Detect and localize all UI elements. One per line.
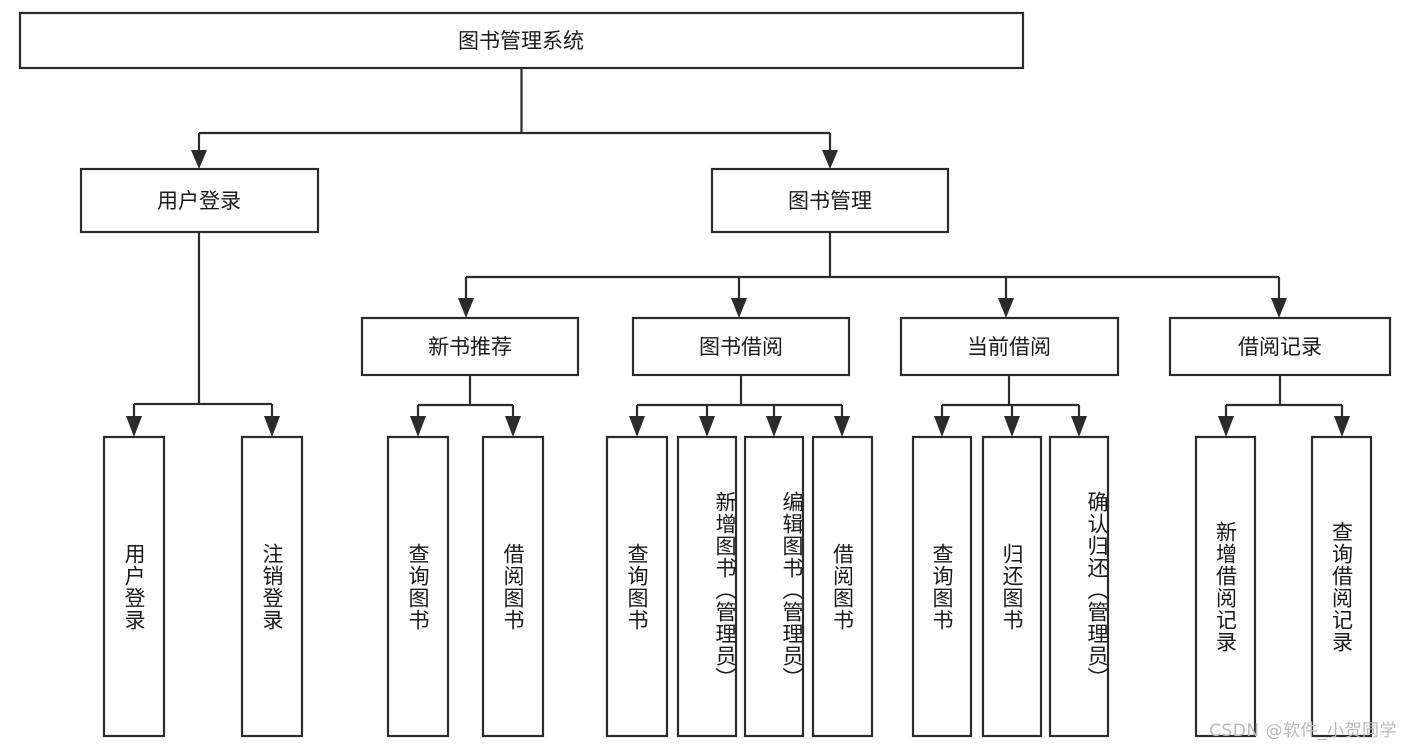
connectors-currentborrow-to-leaves bbox=[934, 375, 1087, 437]
node-root-label: 图书管理系统 bbox=[458, 29, 584, 53]
leaf-box-confirm-return-admin[interactable] bbox=[1048, 435, 1110, 738]
connectors-level2-booklmgmt-to-level3 bbox=[458, 232, 1287, 318]
node-user-login[interactable]: 用户登录 bbox=[79, 167, 320, 234]
node-book-borrow-label: 图书借阅 bbox=[699, 335, 783, 359]
leaf-box-borrow-book-newbook[interactable] bbox=[481, 435, 545, 738]
node-user-login-label: 用户登录 bbox=[157, 189, 241, 213]
leaf-box-return-book[interactable] bbox=[981, 435, 1043, 738]
leaf-box-query-book-borrow[interactable] bbox=[605, 435, 669, 738]
node-current-borrow[interactable]: 当前借阅 bbox=[899, 316, 1120, 377]
leaf-box-user-login[interactable] bbox=[102, 435, 166, 738]
node-new-book-recommend[interactable]: 新书推荐 bbox=[360, 316, 580, 377]
leaf-box-query-book-newbook[interactable] bbox=[386, 435, 450, 738]
node-book-management-label: 图书管理 bbox=[788, 189, 872, 213]
leaf-box-add-borrow-record[interactable] bbox=[1194, 435, 1257, 738]
node-current-borrow-label: 当前借阅 bbox=[967, 335, 1051, 359]
node-borrow-record-label: 借阅记录 bbox=[1238, 335, 1322, 359]
node-borrow-record[interactable]: 借阅记录 bbox=[1168, 316, 1392, 377]
node-book-borrow[interactable]: 图书借阅 bbox=[631, 316, 851, 377]
connectors-root-to-level2 bbox=[191, 68, 838, 169]
leaf-box-query-book-current[interactable] bbox=[911, 435, 973, 738]
node-new-book-recommend-label: 新书推荐 bbox=[428, 335, 512, 359]
leaf-box-logout[interactable] bbox=[240, 435, 304, 738]
csdn-watermark: CSDN @软件_小贺同学 bbox=[1209, 721, 1397, 741]
leaf-box-edit-book-admin[interactable] bbox=[743, 435, 805, 738]
connectors-newbook-to-leaves bbox=[410, 375, 521, 437]
node-root[interactable]: 图书管理系统 bbox=[18, 11, 1025, 70]
leaf-box-query-borrow-record[interactable] bbox=[1310, 435, 1373, 738]
leaf-box-borrow-book[interactable] bbox=[811, 435, 874, 738]
leaf-box-add-book-admin[interactable] bbox=[676, 435, 738, 738]
connectors-userlogin-to-leaves bbox=[126, 232, 280, 437]
node-book-management[interactable]: 图书管理 bbox=[710, 167, 950, 234]
connectors-borrowrecord-to-leaves bbox=[1218, 375, 1350, 437]
connectors-bookborrow-to-leaves bbox=[629, 375, 850, 437]
